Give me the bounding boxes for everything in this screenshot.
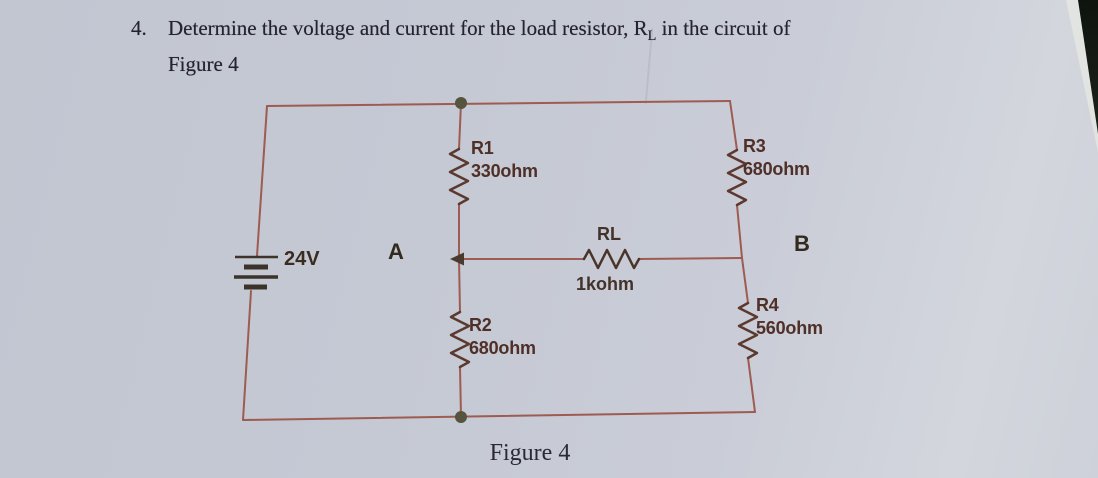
label-RL-ref: RL	[597, 224, 621, 244]
wire-load-right	[638, 257, 743, 260]
label-R2: R2 680ohm	[469, 314, 536, 360]
node-A-arrow-marker	[450, 252, 464, 266]
wire-top	[266, 100, 731, 107]
junction-dot-bottom	[455, 411, 467, 423]
label-R1: R1 330ohm	[471, 137, 538, 183]
resistor-ref: R3	[743, 136, 766, 156]
resistor-ref: R1	[471, 138, 494, 158]
battery-symbol	[234, 255, 278, 290]
problem-line-1: 4. Determine the voltage and current for …	[131, 16, 951, 45]
subscript-L: L	[647, 28, 657, 45]
problem-number: 4.	[131, 16, 147, 40]
resistor-ref: R4	[756, 295, 779, 315]
wire-bottom	[242, 411, 756, 421]
wire-right-upper-lead	[729, 100, 738, 151]
wire-right-mid-lead	[736, 204, 749, 304]
label-R4: R4 560ohm	[756, 294, 823, 340]
wire-right-lower-lead	[747, 357, 756, 413]
resistor-value: 680ohm	[743, 159, 810, 179]
figure-caption: Figure 4	[489, 440, 571, 466]
resistor-ref: R2	[469, 315, 492, 335]
problem-statement: 4. Determine the voltage and current for …	[131, 16, 951, 77]
resistor-value: 680ohm	[469, 338, 536, 358]
label-RL-value: 1kohm	[576, 274, 635, 294]
wire-middle-upper-lead	[458, 102, 462, 150]
resistor-RL-symbol	[582, 248, 641, 270]
resistor-value: 560ohm	[756, 318, 823, 338]
resistor-R4-symbol	[737, 301, 759, 360]
wire-left-upper	[256, 105, 268, 257]
resistor-R1-symbol	[448, 147, 470, 206]
wire-left-lower	[242, 290, 252, 421]
resistor-R3-symbol	[726, 148, 748, 207]
junction-dot-top	[455, 97, 467, 109]
wire-middle-lower-lead	[459, 366, 462, 418]
resistor-value: 330ohm	[471, 161, 538, 181]
node-label-A: A	[388, 239, 404, 264]
problem-text: Determine the voltage and current for th…	[168, 16, 791, 45]
page-top-right-corner	[1054, 0, 1098, 160]
problem-line-2: Figure 4	[168, 52, 239, 77]
label-R3: R3 680ohm	[743, 135, 810, 181]
label-source-voltage: 24V	[284, 248, 320, 270]
node-label-B: B	[794, 231, 810, 256]
resistor-R2-symbol	[449, 310, 471, 369]
